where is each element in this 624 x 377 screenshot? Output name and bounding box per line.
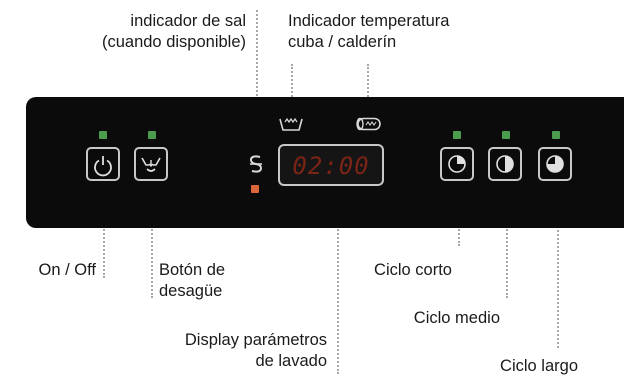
long-cycle-led: [552, 131, 560, 139]
drain-led: [148, 131, 156, 139]
display-parameters-label-line-1: Display parámetros: [184, 331, 327, 349]
temperature-indicator-label: Indicador temperatura cuba / calderín: [288, 11, 449, 53]
medium-cycle-led: [502, 131, 510, 139]
salt-indicator-label-line-1: indicador de sal: [130, 12, 246, 30]
temperature-indicator-label-line-1: Indicador temperatura: [288, 12, 450, 30]
salt-icon: [249, 155, 263, 173]
drain-button[interactable]: [134, 147, 168, 181]
leader-display: [337, 186, 339, 374]
display-readout: 02:00: [292, 152, 370, 180]
power-led: [99, 131, 107, 139]
display-parameters-label: Display parámetros de lavado: [185, 330, 327, 372]
on-off-label: On / Off: [39, 260, 96, 281]
half-circle-icon: [496, 155, 514, 173]
power-button[interactable]: [86, 147, 120, 181]
medium-cycle-label: Ciclo medio: [414, 308, 500, 329]
on-off-label-text: On / Off: [38, 261, 96, 279]
leader-tank-temp: [291, 64, 293, 104]
temperature-indicator-label-line-2: cuba / calderín: [288, 33, 397, 51]
drain-button-label-line-2: desagüe: [159, 282, 223, 300]
leader-boiler-temp: [367, 64, 369, 104]
power-icon: [94, 156, 112, 177]
medium-cycle-button[interactable]: [488, 147, 522, 181]
quarter-circle-icon: [448, 155, 466, 173]
medium-cycle-label-text: Ciclo medio: [413, 309, 500, 327]
leader-salt: [256, 10, 258, 148]
salt-indicator-label: indicador de sal (cuando disponible): [102, 11, 246, 53]
long-cycle-label: Ciclo largo: [500, 356, 578, 377]
display-parameters-label-line-2: de lavado: [255, 352, 327, 370]
long-cycle-label-text: Ciclo largo: [500, 357, 578, 375]
salt-indicator-label-line-2: (cuando disponible): [101, 33, 246, 51]
short-cycle-button[interactable]: [440, 147, 474, 181]
leader-medium-cycle: [506, 186, 508, 298]
short-cycle-label: Ciclo corto: [374, 260, 452, 281]
boiler-temperature-icon: [356, 117, 381, 131]
leader-on-off: [103, 186, 105, 278]
salt-led: [251, 185, 259, 193]
leader-long-cycle: [557, 186, 559, 348]
drain-button-label: Botón de desagüe: [159, 260, 225, 302]
leader-drain: [151, 186, 153, 298]
wash-parameters-display: 02:00: [278, 144, 384, 186]
short-cycle-label-text: Ciclo corto: [374, 261, 452, 279]
short-cycle-led: [453, 131, 461, 139]
drain-icon: [141, 157, 161, 172]
tank-temperature-icon: [279, 117, 303, 131]
long-cycle-button[interactable]: [538, 147, 572, 181]
three-quarter-circle-icon: [546, 155, 564, 173]
drain-button-label-line-1: Botón de: [159, 261, 226, 279]
